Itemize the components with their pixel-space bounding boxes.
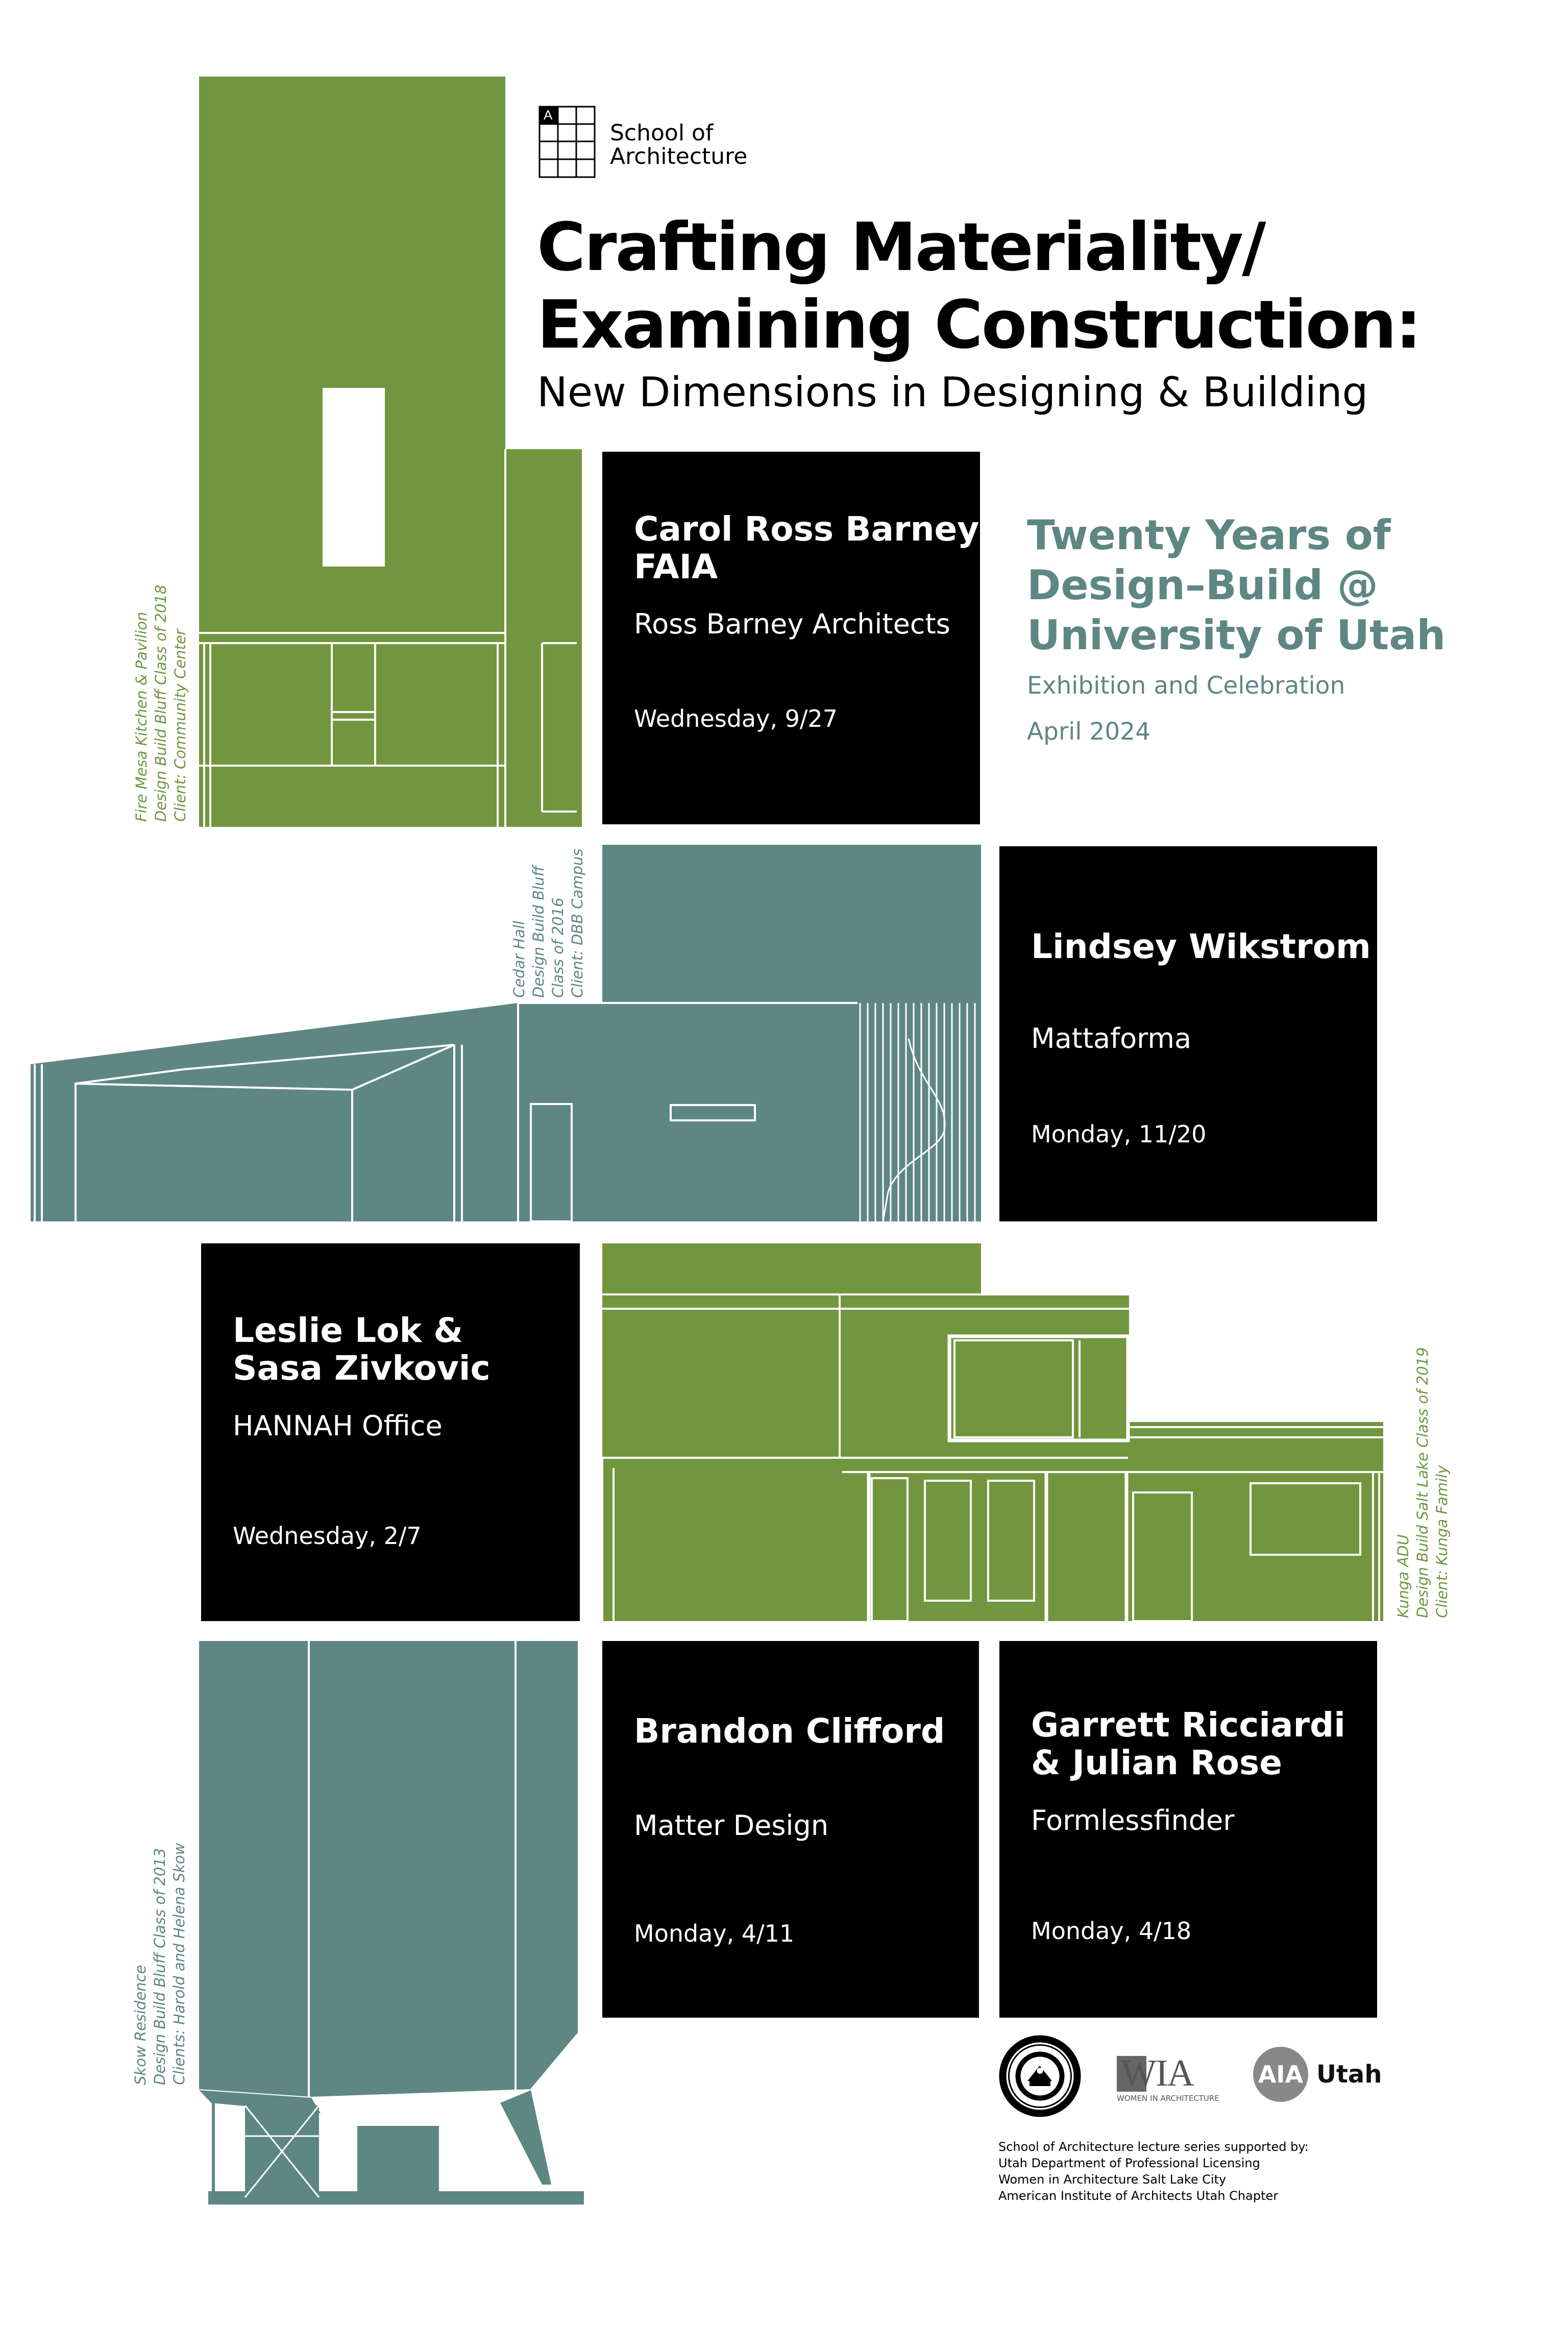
speaker-name: Brandon Clifford [634,1711,945,1751]
lecture-card-2: Lindsey Wikstrom Mattaforma Monday, 11/2… [999,846,1377,1221]
subtitle: New Dimensions in Designing & Building [537,369,1368,416]
lecture-card-1: Carol Ross Barney FAIA Ross Barney Archi… [602,452,980,824]
caption-line: Design Build Bluff Class of 2013 [151,1848,168,2085]
wia-logo: WIA WOMEN IN ARCHITECTURE [1117,2052,1227,2103]
title-line2: Examining Construction: [537,286,1422,363]
aia-circle [1253,2047,1308,2102]
speaker-name: Lindsey Wikstrom [1031,927,1371,966]
speaker-name: Carol Ross Barney [634,509,979,549]
speaker-firm: HANNAH Office [233,1410,443,1442]
sponsor-line: School of Architecture lecture series su… [998,2140,1309,2154]
speaker-name-line2: & Julian Rose [1031,1743,1283,1782]
speaker-name-line2: FAIA [634,547,718,586]
caption-line: Skow Residence [132,1965,149,2085]
caption-line: Kunga ADU [1394,1534,1412,1618]
event-announcement: Twenty Years of Design–Build @ Universit… [1027,510,1446,746]
lecture-card-5: Garrett Ricciardi & Julian Rose Formless… [999,1641,1377,2018]
school-name-line2: Architecture [610,143,748,169]
page-title: Crafting Materiality/ Examining Construc… [537,208,1422,421]
caption-line: Client: Community Center [172,629,189,822]
lecture-date: Wednesday, 9/27 [634,705,838,732]
caption-line: Fire Mesa Kitchen & Pavilion [133,611,150,822]
sponsor-line: American Institute of Architects Utah Ch… [998,2189,1279,2203]
skow-residence-elevation [199,1641,584,2204]
title-line1: Crafting Materiality/ [537,208,1266,286]
speaker-name-line2: Sasa Zivkovic [233,1349,491,1388]
school-name-line1: School of [610,120,714,146]
state-seal-icon [999,2035,1081,2117]
wia-mark-text: WIA [1121,2052,1194,2094]
sponsor-line: Women in Architecture Salt Lake City [998,2172,1227,2187]
lecture-date: Monday, 11/20 [1031,1120,1207,1148]
fire-mesa-caption: Fire Mesa Kitchen & Pavilion Design Buil… [132,585,190,822]
cedar-hall-caption: Cedar Hall Design Build Bluff Class of 2… [509,849,587,998]
wia-subtext: WOMEN IN ARCHITECTURE [1117,2094,1219,2103]
caption-line: Design Build Bluff [530,866,547,998]
caption-line: Design Build Bluff Class of 2018 [152,584,169,822]
event-title-line3: University of Utah [1027,611,1446,659]
logo-letter: A [544,107,553,122]
wia-mark-bg [1117,2056,1146,2092]
caption-line: Cedar Hall [510,920,528,998]
sponsor-line: Utah Department of Professional Licensin… [998,2156,1260,2170]
speaker-firm: Formlessfinder [1031,1804,1235,1836]
caption-line: Clients: Harold and Helena Skow [170,1843,188,2085]
event-date: April 2024 [1027,718,1150,746]
caption-line: Class of 2016 [549,897,567,998]
event-title-line2: Design–Build @ [1027,561,1378,609]
speaker-name: Leslie Lok & [233,1311,463,1350]
kunga-adu-elevation [602,1243,1383,1621]
lecture-card-3: Leslie Lok & Sasa Zivkovic HANNAH Office… [201,1243,580,1621]
event-title-line1: Twenty Years of [1027,511,1391,559]
caption-line: Client: DBB Campus [569,848,586,998]
lecture-date: Monday, 4/18 [1031,1917,1192,1945]
fire-mesa-elevation [199,77,582,827]
lecture-date: Wednesday, 2/7 [233,1522,422,1550]
aia-text: AIA [1258,2061,1304,2088]
speaker-firm: Ross Barney Architects [634,608,950,640]
lecture-date: Monday, 4/11 [634,1920,795,1947]
skow-caption: Skow Residence Design Build Bluff Class … [131,1843,189,2085]
speaker-name: Garrett Ricciardi [1031,1705,1345,1745]
caption-line: Design Build Salt Lake Class of 2019 [1414,1347,1431,1618]
cedar-hall-elevation [31,845,981,1221]
event-kind: Exhibition and Celebration [1027,672,1345,700]
lecture-card-4: Brandon Clifford Matter Design Monday, 4… [602,1641,979,2018]
kunga-caption: Kunga ADU Design Build Salt Lake Class o… [1393,1348,1452,1618]
grid-logo-icon [538,106,596,178]
caption-line: Client: Kunga Family [1433,1465,1451,1618]
speaker-firm: Mattaforma [1031,1022,1192,1055]
speaker-firm: Matter Design [634,1809,829,1842]
aia-utah-text: Utah [1316,2060,1382,2089]
sponsor-note: School of Architecture lecture series su… [998,2139,1309,2204]
